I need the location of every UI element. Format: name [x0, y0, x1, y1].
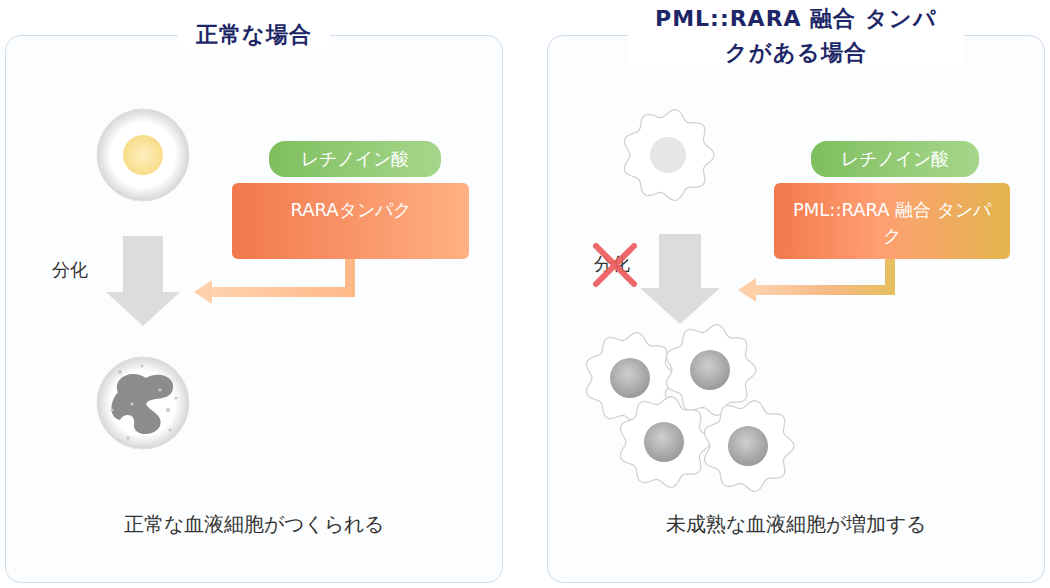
protein-box: PML::RARA 融合 タンパク [774, 183, 1010, 259]
neutrophil [97, 357, 189, 449]
protein-box: RARAタンパク [232, 183, 469, 259]
blast-cell [621, 397, 711, 488]
panel: PML::RARA 融合 タンパクがある場合未成熟な血液細胞が増加するレチノイン… [547, 35, 1045, 583]
cell-nucleus [123, 135, 163, 175]
action-arrow [208, 258, 350, 292]
panel-caption: 正常な血液細胞がつくられる [6, 511, 502, 538]
cell-nucleus [690, 350, 730, 390]
agent-pill: レチノイン酸 [269, 141, 441, 177]
agent-pill: レチノイン酸 [811, 141, 979, 177]
agent-label: レチノイン酸 [301, 147, 409, 171]
blast-cells [587, 110, 795, 492]
segmented-nucleus [111, 374, 173, 434]
agent-label: レチノイン酸 [841, 147, 949, 171]
panel-ground [547, 35, 1045, 583]
protein-label: PML::RARA 融合 タンパク [786, 197, 998, 249]
process-label: 分化 [52, 258, 88, 282]
cell-nucleus [650, 137, 686, 173]
granules [110, 364, 177, 439]
process-label: 分化 [594, 252, 630, 276]
differentiation-arrow [640, 234, 720, 324]
action-arrow [752, 258, 890, 290]
block-cross [596, 246, 634, 284]
panel-caption: 未成熟な血液細胞が増加する [548, 511, 1044, 538]
panel-title: PML::RARA 融合 タンパクがある場合 [628, 2, 964, 70]
cell-nucleus [610, 358, 650, 398]
protein-label: RARAタンパク [244, 197, 457, 223]
cell-nucleus [728, 426, 768, 466]
panel-ground [5, 35, 503, 583]
blast-cell [705, 401, 795, 492]
panel-title: 正常な場合 [178, 19, 330, 51]
panel: 正常な場合正常な血液細胞がつくられるレチノイン酸RARAタンパク [5, 35, 503, 583]
differentiation-arrow [106, 236, 180, 326]
blast-cell [625, 110, 715, 201]
arrow-head [194, 280, 212, 304]
cell-nucleus [644, 422, 684, 462]
stem-cell [97, 109, 189, 201]
arrow-head [738, 278, 756, 302]
blast-cell [667, 325, 757, 416]
